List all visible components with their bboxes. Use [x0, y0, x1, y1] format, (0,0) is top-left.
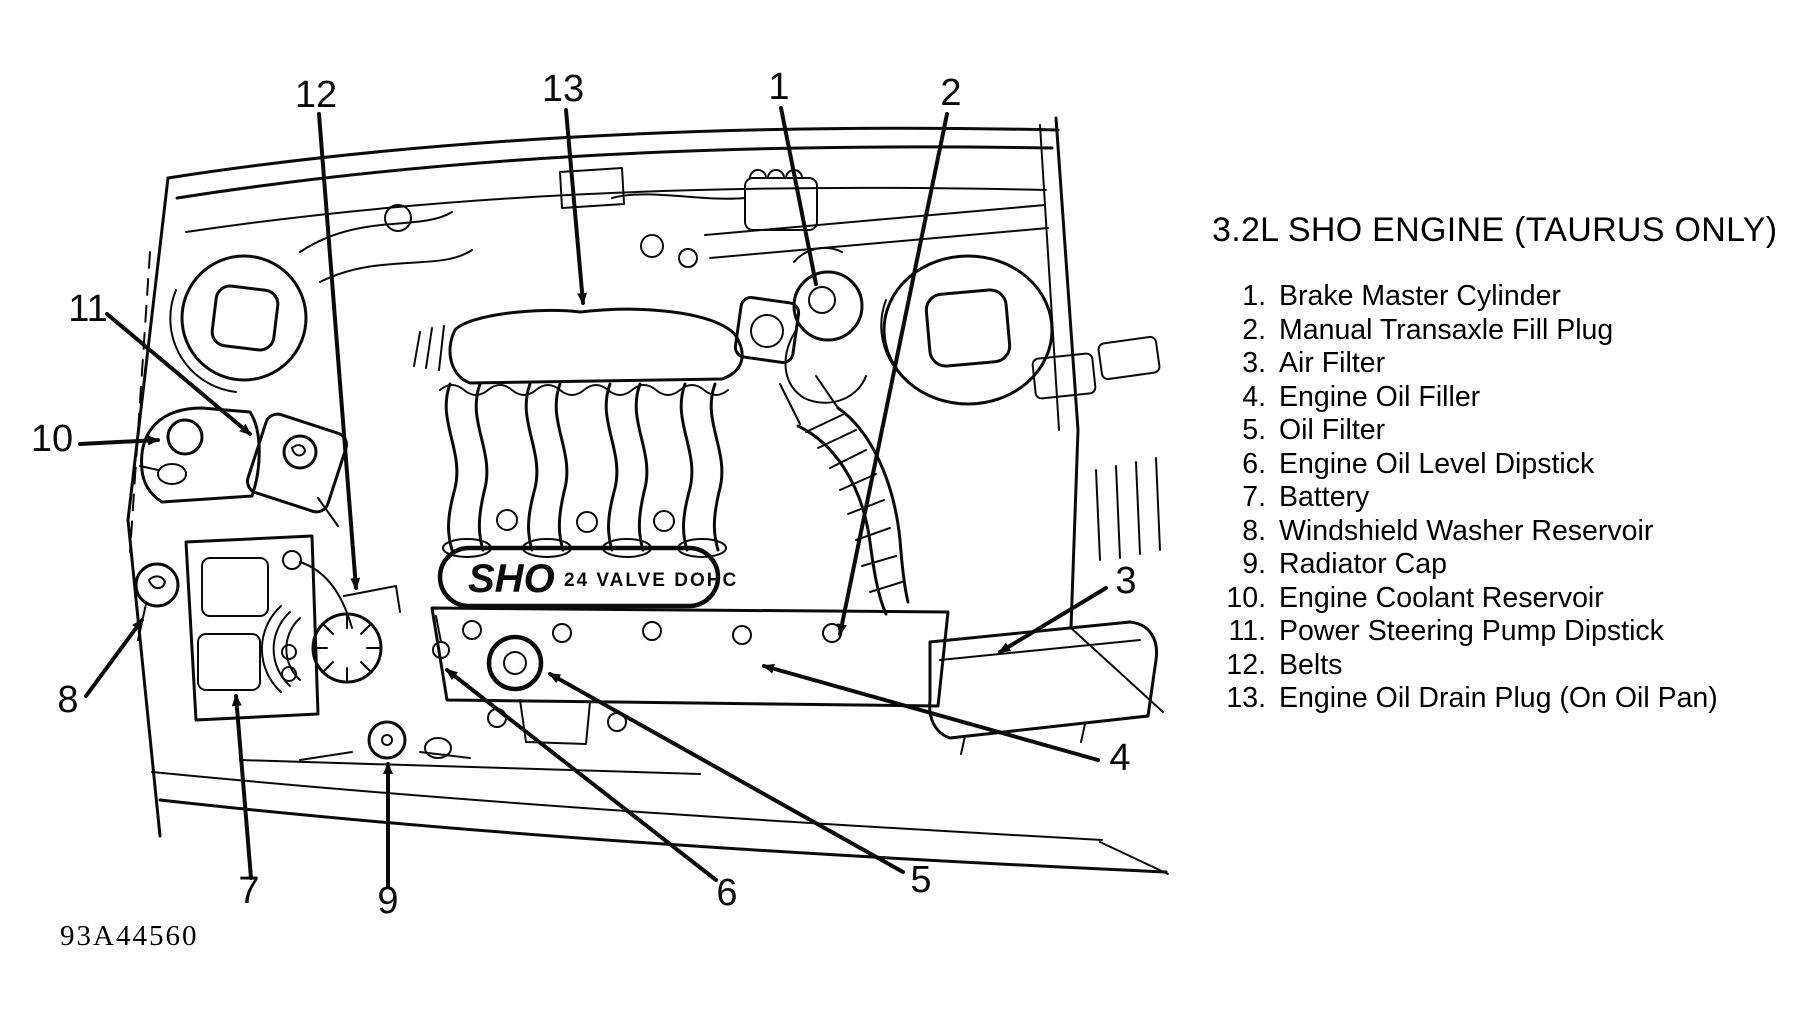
callout-4-label: 4: [1109, 737, 1130, 779]
callout-5-leader: [548, 672, 905, 874]
legend-item-label: Air Filter: [1279, 347, 1386, 379]
legend-item-label: Engine Coolant Reservoir: [1279, 581, 1604, 614]
callout-5-label: 5: [910, 859, 931, 901]
legend-item-number: 11.: [1228, 615, 1266, 647]
legend-item-label: Belts: [1279, 648, 1343, 681]
legend-item-label: Manual Transaxle Fill Plug: [1279, 313, 1614, 346]
radiator-cap: [299, 720, 471, 761]
callout-7-label: 7: [238, 870, 259, 912]
callout-10-leader: [78, 435, 160, 446]
engine-badge: SHO 24 VALVE DOHC: [437, 545, 738, 609]
engine-coolant-reservoir: [139, 406, 261, 504]
engine-badge-sub-text: 24 VALVE DOHC: [564, 570, 738, 591]
legend-item-number: 8.: [1242, 514, 1266, 547]
battery: [184, 534, 353, 722]
legend-item-number: 10.: [1226, 581, 1266, 614]
legend-item: 13. Engine Oil Drain Plug (On Oil Pan): [1212, 682, 1792, 716]
callout-11-leader: [105, 312, 252, 436]
figure-code: 93A44560: [60, 920, 199, 952]
legend-item: 8. Windshield Washer Reservoir: [1212, 515, 1792, 549]
intake-manifold: [413, 296, 801, 558]
legend-item-number: 9.: [1242, 548, 1266, 580]
legend: 3.2L SHO ENGINE (TAURUS ONLY) 1. Brake Ma…: [1212, 210, 1792, 716]
callout-6-label: 6: [716, 872, 737, 914]
strut-tower-left: [169, 254, 308, 393]
legend-item-number: 5.: [1242, 414, 1266, 446]
oil-filter: [486, 634, 544, 692]
legend-item-number: 2.: [1242, 313, 1266, 346]
legend-item-label: Radiator Cap: [1279, 548, 1447, 580]
callout-8-label: 8: [57, 679, 78, 721]
callout-leaders: [78, 106, 1108, 888]
legend-item-number: 7.: [1242, 481, 1266, 513]
callout-6-leader: [445, 668, 718, 882]
legend-item-number: 6.: [1242, 447, 1266, 480]
callout-9-label: 9: [377, 880, 398, 922]
callout-3-label: 3: [1115, 560, 1136, 602]
legend-item-number: 4.: [1242, 380, 1266, 413]
relay-boxes: [1031, 335, 1161, 561]
callout-labels: 12 13 1 2 11 10 8 7 9 6 5 4 3: [31, 66, 1137, 922]
callout-12-label: 12: [295, 74, 337, 116]
callout-2-label: 2: [940, 72, 961, 114]
callout-2-leader: [837, 112, 949, 636]
intake-runners: [442, 382, 727, 558]
legend-item: 5. Oil Filter: [1212, 414, 1792, 448]
air-cleaner-housing: [928, 620, 1159, 755]
legend-item: 7. Battery: [1212, 481, 1792, 515]
legend-item: 4. Engine Oil Filler: [1212, 381, 1792, 415]
windshield-washer-reservoir: [134, 562, 180, 641]
legend-item-label: Power Steering Pump Dipstick: [1279, 615, 1664, 647]
strut-tower-right: [880, 254, 1054, 406]
legend-item: 10. Engine Coolant Reservoir: [1212, 582, 1792, 616]
legend-item-number: 12.: [1226, 648, 1266, 681]
callout-7-leader: [231, 694, 253, 880]
callout-10-label: 10: [31, 418, 73, 460]
legend-item-label: Battery: [1279, 481, 1370, 513]
callout-4-leader: [762, 663, 1100, 762]
engine-badge-main-text: SHO: [468, 557, 555, 601]
callout-1-label: 1: [768, 66, 789, 108]
legend-item-label: Oil Filter: [1279, 414, 1386, 446]
legend-item: 11. Power Steering Pump Dipstick: [1212, 615, 1792, 649]
legend-item: 3. Air Filter: [1212, 347, 1792, 381]
legend-item-label: Engine Oil Level Dipstick: [1279, 447, 1595, 480]
callout-11-label: 11: [68, 288, 107, 330]
callout-3-leader: [998, 586, 1108, 654]
callout-13-leader: [564, 108, 588, 305]
legend-item-label: Brake Master Cylinder: [1279, 280, 1561, 312]
engine-bay-outline: [126, 116, 1169, 875]
legend-item-label: Engine Oil Filler: [1279, 380, 1481, 413]
legend-item-number: 3.: [1242, 347, 1266, 379]
hoses-and-coil-pack: [299, 167, 818, 283]
callout-13-label: 13: [542, 68, 584, 110]
oil-dipstick: [432, 615, 450, 659]
legend-item: 6. Engine Oil Level Dipstick: [1212, 448, 1792, 482]
legend-item-label: Engine Oil Drain Plug (On Oil Pan): [1279, 682, 1718, 714]
callout-1-leader: [779, 106, 818, 286]
legend-item: 1. Brake Master Cylinder: [1212, 280, 1792, 314]
engine-block: [430, 606, 950, 745]
legend-item: 9. Radiator Cap: [1212, 548, 1792, 582]
legend-item-number: 1.: [1242, 280, 1266, 312]
callout-8-leader: [84, 618, 144, 698]
legend-item: 2. Manual Transaxle Fill Plug: [1212, 314, 1792, 348]
callout-12-leader: [317, 112, 361, 590]
legend-item: 12. Belts: [1212, 649, 1792, 683]
power-steering-pump: [246, 412, 348, 527]
legend-item-number: 13.: [1226, 682, 1266, 714]
legend-item-label: Windshield Washer Reservoir: [1279, 514, 1654, 547]
air-intake-hose: [779, 375, 910, 616]
legend-list: 1. Brake Master Cylinder 2. Manual Transax…: [1212, 280, 1792, 716]
legend-title: 3.2L SHO ENGINE (TAURUS ONLY): [1212, 211, 1778, 249]
